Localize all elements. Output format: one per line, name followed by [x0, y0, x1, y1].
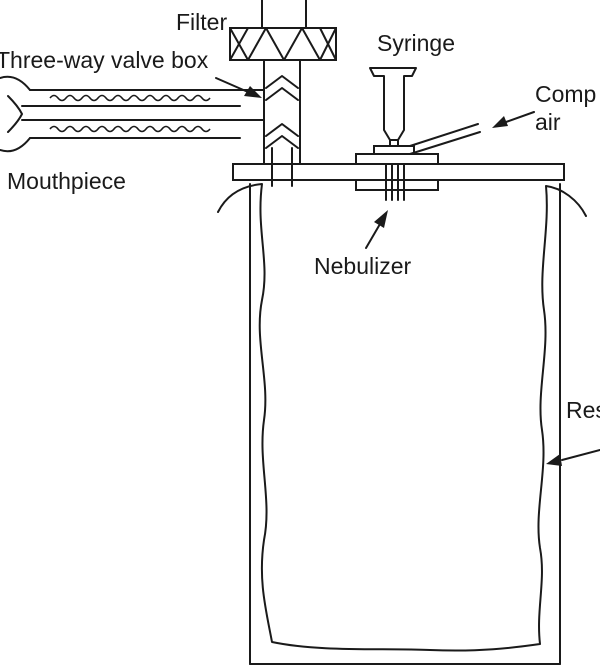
compressed-air-label-line1: Comp: [535, 81, 596, 107]
nebulizer-arrow: [365, 210, 388, 249]
three-way-valve-box: [263, 73, 301, 187]
reservoir-bag: [217, 183, 587, 652]
filter-label: Filter: [176, 9, 227, 35]
nebulizer-label: Nebulizer: [314, 253, 411, 279]
valve-box-arrow: [215, 77, 262, 98]
nebulizer: [355, 145, 439, 201]
reservoir-label: Res: [566, 397, 600, 423]
reservoir-container: [249, 183, 561, 665]
compressed-air-label-line2: air: [535, 109, 561, 135]
corrugated-tubes: [29, 89, 265, 139]
syringe-label: Syringe: [377, 30, 455, 56]
compressed-air-arrow: [492, 111, 535, 128]
reservoir-arrow: [546, 449, 600, 466]
valve-box-label: Three-way valve box: [0, 47, 209, 73]
syringe: [369, 67, 417, 151]
mouthpiece: [0, 75, 31, 153]
mouthpiece-label: Mouthpiece: [7, 168, 126, 194]
compressed-air-line: [409, 123, 481, 155]
filter: [229, 0, 337, 75]
